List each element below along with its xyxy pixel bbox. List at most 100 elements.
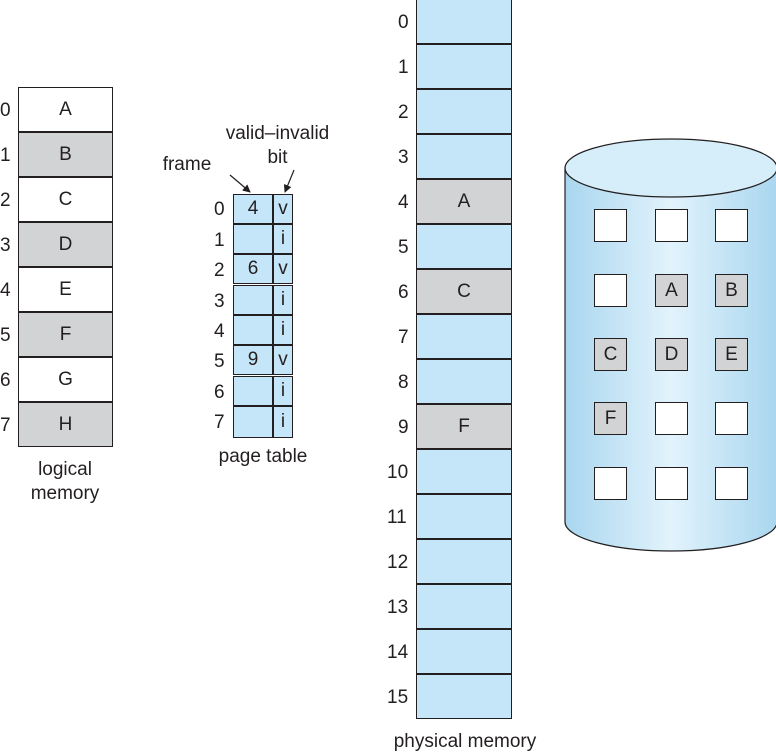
pm-index: 1 [398, 57, 409, 78]
pt-index: 1 [214, 230, 225, 251]
pt-frame-cell: 4 [233, 194, 273, 224]
lm-index: 3 [0, 235, 11, 256]
page-table-label: page table [218, 446, 308, 467]
bit-arrow [283, 169, 295, 193]
lm-page-cell: F [18, 312, 113, 357]
pm-frame-cell: A [416, 179, 512, 224]
disk-block [655, 209, 688, 242]
pt-frame-cell [233, 406, 273, 438]
pt-frame-cell [233, 376, 273, 406]
lm-index: 6 [0, 370, 11, 391]
pt-frame-cell: 9 [233, 345, 273, 375]
pm-frame-cell [416, 629, 512, 674]
disk-block [655, 402, 688, 435]
pt-index: 5 [214, 351, 225, 372]
lm-index: 4 [0, 280, 11, 301]
pt-bit-cell: i [273, 376, 293, 406]
pm-frame-cell: C [416, 269, 512, 314]
logical-memory-label: logical memory [5, 458, 125, 506]
pm-frame-cell [416, 539, 512, 584]
disk-block: D [655, 338, 688, 371]
disk-block [715, 209, 748, 242]
valid-invalid-label: valid–invalid bit [210, 122, 345, 170]
disk-block: E [715, 338, 748, 371]
pt-bit-cell: i [273, 315, 293, 345]
pm-frame-cell [416, 584, 512, 629]
disk-block: C [594, 338, 627, 371]
lm-page-cell: G [18, 357, 113, 402]
pt-index: 7 [214, 412, 225, 433]
pm-index: 13 [387, 597, 409, 618]
pt-frame-cell [233, 285, 273, 315]
pt-bit-cell: i [273, 224, 293, 254]
disk-block: F [594, 402, 627, 435]
disk-block [655, 467, 688, 500]
pt-index: 4 [214, 321, 225, 342]
disk-block [594, 274, 627, 307]
pm-frame-cell [416, 44, 512, 89]
logical-memory-label-line1: logical [38, 459, 92, 480]
disk-block [715, 467, 748, 500]
pm-frame-cell [416, 314, 512, 359]
lm-page-cell: D [18, 222, 113, 267]
pt-index: 6 [214, 382, 225, 403]
logical-memory-label-line2: memory [30, 483, 100, 504]
frame-arrow [229, 174, 251, 193]
pm-index: 6 [398, 282, 409, 303]
lm-page-cell: E [18, 267, 113, 312]
pm-index: 7 [398, 327, 409, 348]
pm-frame-cell: F [416, 404, 512, 449]
lm-page-cell: B [18, 132, 113, 177]
frame-label: frame [162, 154, 212, 175]
lm-page-cell: C [18, 177, 113, 222]
pt-frame-cell [233, 224, 273, 254]
pm-frame-cell [416, 0, 512, 44]
pt-index: 3 [214, 291, 225, 312]
pm-frame-cell [416, 89, 512, 134]
pm-index: 9 [398, 417, 409, 438]
pt-frame-cell: 6 [233, 254, 273, 284]
pm-frame-cell [416, 359, 512, 404]
disk-block [594, 467, 627, 500]
pm-frame-cell [416, 224, 512, 269]
pm-frame-cell [416, 494, 512, 539]
lm-index: 1 [0, 145, 11, 166]
disk-block [715, 402, 748, 435]
valid-invalid-label-line1: valid–invalid [225, 123, 330, 144]
pt-bit-cell: i [273, 406, 293, 438]
pm-index: 5 [398, 237, 409, 258]
pt-bit-cell: v [273, 194, 293, 224]
pt-index: 0 [214, 199, 225, 220]
pm-index: 15 [387, 687, 409, 708]
pm-index: 0 [398, 12, 409, 33]
disk-block: B [715, 274, 748, 307]
pm-frame-cell [416, 674, 512, 719]
pt-frame-cell [233, 315, 273, 345]
pm-frame-cell [416, 449, 512, 494]
pt-index: 2 [214, 260, 225, 281]
valid-invalid-label-line2: bit [267, 147, 288, 168]
lm-index: 5 [0, 325, 11, 346]
pt-bit-cell: v [273, 345, 293, 375]
pm-frame-cell [416, 134, 512, 179]
pm-index: 3 [398, 147, 409, 168]
lm-index: 2 [0, 190, 11, 211]
disk-block [594, 209, 627, 242]
lm-index: 0 [0, 100, 11, 121]
physical-memory-label: physical memory [393, 731, 537, 752]
pt-bit-cell: i [273, 285, 293, 315]
pm-index: 8 [398, 372, 409, 393]
pm-index: 2 [398, 102, 409, 123]
pt-bit-cell: v [273, 254, 293, 284]
pm-index: 10 [387, 462, 409, 483]
pm-index: 4 [398, 192, 409, 213]
pm-index: 11 [387, 507, 407, 528]
pm-index: 14 [387, 642, 409, 663]
disk-block: A [655, 274, 688, 307]
lm-page-cell: A [18, 87, 113, 132]
lm-page-cell: H [18, 402, 113, 447]
pm-index: 12 [387, 552, 409, 573]
lm-index: 7 [0, 415, 11, 436]
